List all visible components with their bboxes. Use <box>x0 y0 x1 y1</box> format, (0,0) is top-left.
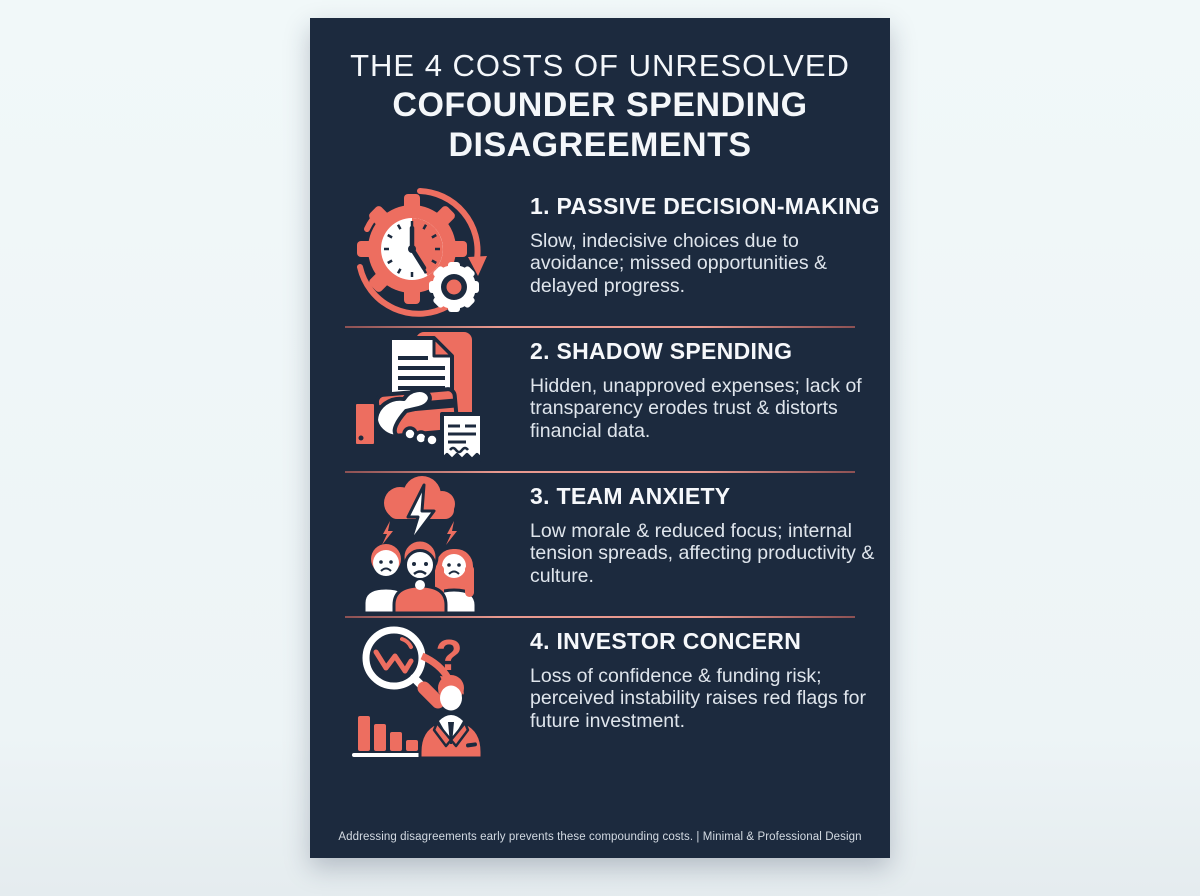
section-description: Hidden, unapproved expenses; lack of tra… <box>530 374 862 443</box>
section-description: Low morale & reduced focus; internal ten… <box>530 519 875 588</box>
section-shadow-spending: 2. SHADOW SPENDING Hidden, unapproved ex… <box>310 328 890 471</box>
poster-title-line1: THE 4 COSTS OF UNRESOLVED <box>350 48 850 83</box>
section-title: 3. TEAM ANXIETY <box>530 482 731 509</box>
section-description: Slow, indecisive choices due to avoidanc… <box>530 229 828 298</box>
section-investor-concern: ? 4. INVESTOR CONCERN Loss of confidence… <box>310 618 890 761</box>
svg-text:?: ? <box>436 631 463 680</box>
storm-cloud-team-icon <box>345 473 495 613</box>
sections-list: 1. PASSIVE DECISION-MAKING Slow, indecis… <box>310 183 890 831</box>
section-team-anxiety: 3. TEAM ANXIETY Low morale & reduced foc… <box>310 473 890 616</box>
section-title: 4. INVESTOR CONCERN <box>530 627 802 654</box>
infographic-poster: THE 4 COSTS OF UNRESOLVED COFOUNDER SPEN… <box>310 18 890 858</box>
poster-title-line2: COFOUNDER SPENDING <box>392 85 808 124</box>
declining-chart-investor-icon: ? <box>345 618 495 758</box>
section-passive-decision-making: 1. PASSIVE DECISION-MAKING Slow, indecis… <box>310 183 890 326</box>
gear-clock-cycle-icon <box>345 183 495 323</box>
section-divider <box>345 470 855 473</box>
poster-footer-note: Addressing disagreements early prevents … <box>338 831 862 843</box>
poster-title-line3: DISAGREEMENTS <box>448 125 752 164</box>
section-title: 1. PASSIVE DECISION-MAKING <box>530 192 880 219</box>
hand-card-receipt-icon <box>345 328 495 468</box>
section-divider <box>345 615 855 618</box>
poster-title: THE 4 COSTS OF UNRESOLVED COFOUNDER SPEN… <box>310 18 890 165</box>
section-title: 2. SHADOW SPENDING <box>530 337 793 364</box>
section-divider <box>345 325 855 328</box>
section-description: Loss of confidence & funding risk; perce… <box>530 664 866 733</box>
